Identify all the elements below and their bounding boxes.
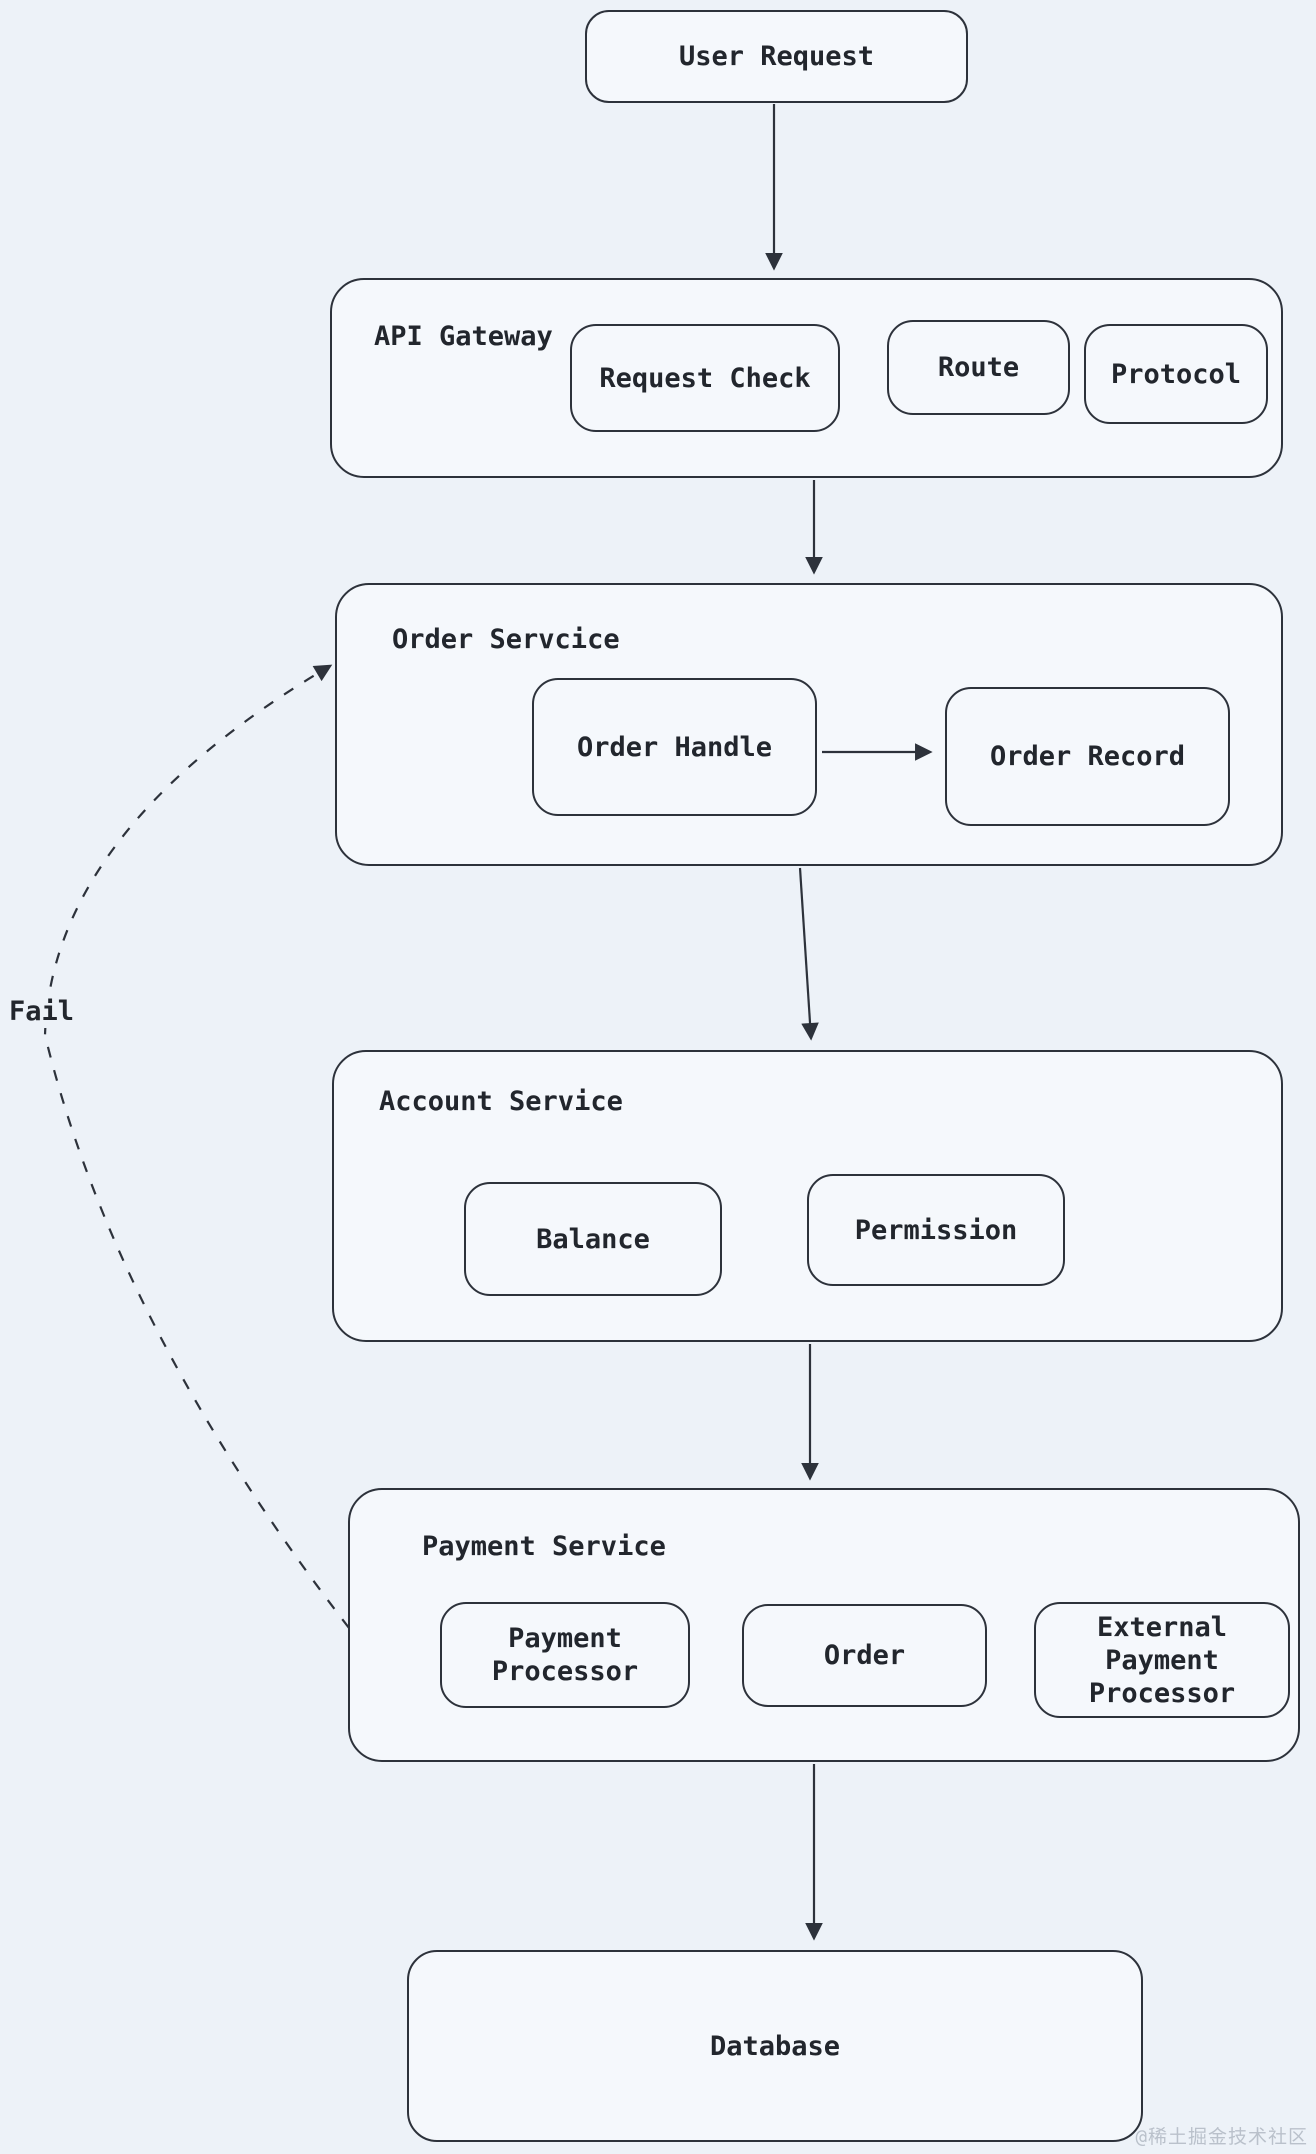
- node-order-record: Order Record: [945, 687, 1230, 826]
- node-payment-processor: Payment Processor: [440, 1602, 690, 1708]
- arrow-order-to-account: [798, 867, 819, 1041]
- api-gateway-title: API Gateway: [374, 321, 553, 352]
- node-route: Route: [887, 320, 1070, 415]
- node-database: Database: [407, 1950, 1143, 2142]
- payment-service-title: Payment Service: [422, 1531, 666, 1562]
- node-protocol: Protocol: [1084, 324, 1268, 424]
- node-user-request: User Request: [585, 10, 968, 103]
- api-gateway-container: API Gateway Request Check Route Protocol: [330, 278, 1283, 478]
- account-service-title: Account Service: [379, 1086, 623, 1117]
- account-service-container: Account Service Balance Permission: [332, 1050, 1283, 1342]
- order-service-title: Order Servcice: [392, 624, 620, 655]
- node-permission: Permission: [807, 1174, 1065, 1286]
- node-order: Order: [742, 1604, 987, 1707]
- node-request-check: Request Check: [570, 324, 840, 432]
- node-external-payment-processor: External Payment Processor: [1034, 1602, 1290, 1718]
- order-service-container: Order Servcice Order Handle Order Record: [335, 583, 1283, 866]
- payment-service-container: Payment Service Payment Processor Order …: [348, 1488, 1300, 1762]
- watermark: @稀土掘金技术社区: [1135, 2126, 1308, 2148]
- fail-dashed-arrow: [43, 664, 350, 1629]
- node-balance: Balance: [464, 1182, 722, 1296]
- fail-edge-label: Fail: [6, 995, 78, 1028]
- node-order-handle: Order Handle: [532, 678, 817, 816]
